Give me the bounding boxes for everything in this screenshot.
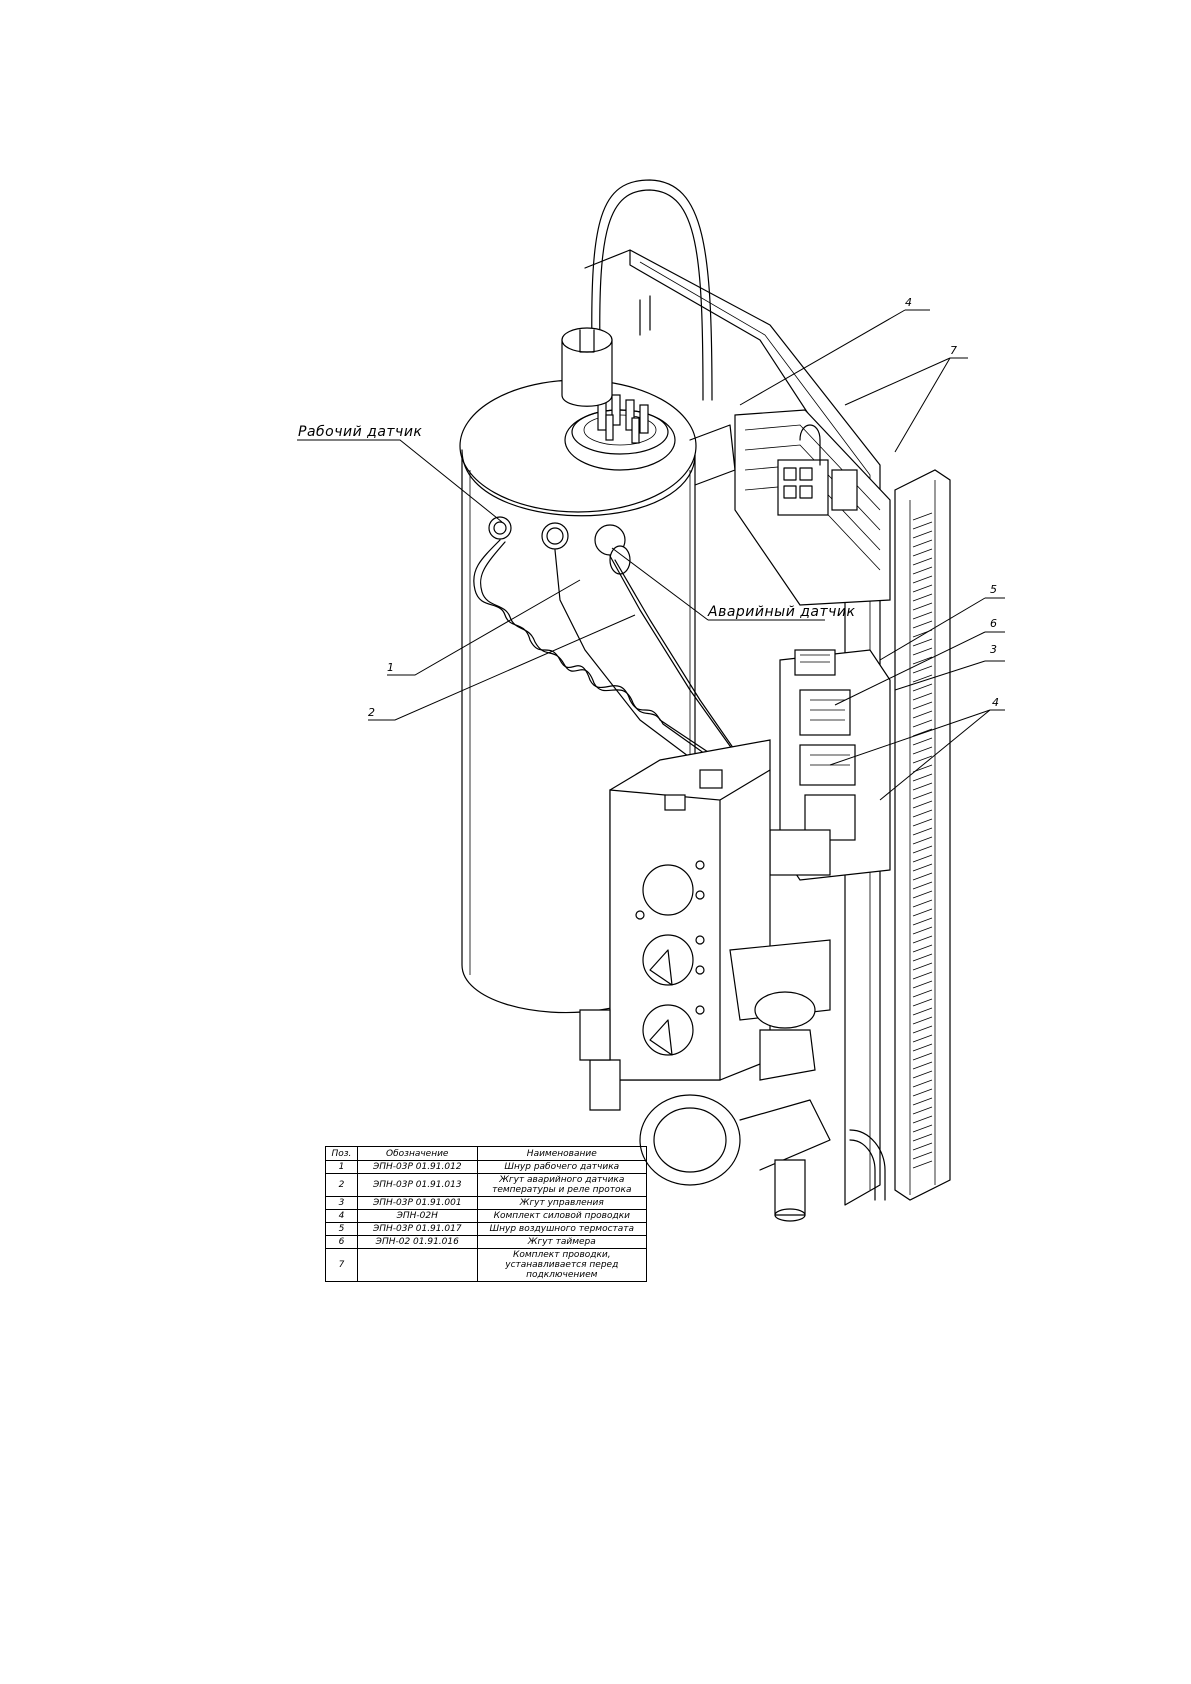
table-row: 1 ЭПН-03Р 01.91.012 Шнур рабочего датчик… xyxy=(325,1160,648,1174)
cell-name: Шнур воздушного термостата xyxy=(476,1222,648,1236)
cell-name: Жгут таймера xyxy=(476,1235,648,1249)
cell-pos: 5 xyxy=(325,1222,358,1236)
cell-code: ЭПН-02 01.91.016 xyxy=(356,1235,478,1249)
callout-6: 6 xyxy=(990,617,997,630)
cell-name: Комплект проводки, устанавливается перед… xyxy=(476,1248,648,1282)
table-row: 5 ЭПН-03Р 01.91.017 Шнур воздушного терм… xyxy=(325,1222,648,1236)
header-name: Наименование xyxy=(476,1146,648,1161)
cell-pos: 2 xyxy=(325,1173,358,1197)
cell-pos: 7 xyxy=(325,1248,358,1282)
emergency-sensor-label: Аварийный датчик xyxy=(707,604,856,620)
cell-code xyxy=(356,1248,478,1282)
air-vent-and-hose xyxy=(561,179,713,407)
cell-name: Жгут аварийного датчика температуры и ре… xyxy=(476,1173,648,1197)
table-header-row: Поз. Обозначение Наименование xyxy=(325,1146,648,1161)
header-pos: Поз. xyxy=(325,1146,358,1161)
cell-pos: 1 xyxy=(325,1160,358,1174)
callout-2: 2 xyxy=(368,706,375,719)
working-sensor-label: Рабочий датчик xyxy=(298,424,422,440)
callout-1: 1 xyxy=(387,661,394,674)
cell-pos: 6 xyxy=(325,1235,358,1249)
callout-4-top: 4 xyxy=(905,296,912,309)
internal-components xyxy=(769,649,891,881)
callout-7: 7 xyxy=(950,344,957,357)
cell-pos: 3 xyxy=(325,1196,358,1210)
cell-name: Жгут управления xyxy=(476,1196,648,1210)
side-rail xyxy=(894,469,951,1201)
table-row: 6 ЭПН-02 01.91.016 Жгут таймера xyxy=(325,1235,648,1249)
table-row: 4 ЭПН-02Н Комплект силовой проводки xyxy=(325,1209,648,1223)
callout-5: 5 xyxy=(990,583,997,596)
callout-3: 3 xyxy=(990,643,997,656)
cell-code: ЭПН-02Н xyxy=(356,1209,478,1223)
cell-name: Комплект силовой проводки xyxy=(476,1209,648,1223)
table-row: 3 ЭПН-03Р 01.91.001 Жгут управления xyxy=(325,1196,648,1210)
cell-code: ЭПН-03Р 01.91.017 xyxy=(356,1222,478,1236)
heater-flange xyxy=(564,394,676,471)
terminal-bracket xyxy=(734,409,891,606)
circulation-pump xyxy=(579,939,886,1222)
leader-lines xyxy=(297,309,1005,801)
table-row: 7 Комплект проводки, устанавливается пер… xyxy=(325,1248,648,1282)
cell-code: ЭПН-03Р 01.91.001 xyxy=(356,1196,478,1210)
cell-pos: 4 xyxy=(325,1209,358,1223)
callout-4-right: 4 xyxy=(992,696,999,709)
sensor-cables xyxy=(473,539,746,781)
cell-name: Шнур рабочего датчика xyxy=(476,1160,648,1174)
cell-code: ЭПН-03Р 01.91.013 xyxy=(356,1173,478,1197)
parts-table: Поз. Обозначение Наименование 1 ЭПН-03Р … xyxy=(325,1146,648,1282)
table-row: 2 ЭПН-03Р 01.91.013 Жгут аварийного датч… xyxy=(325,1173,648,1197)
control-box xyxy=(609,739,771,1081)
cell-code: ЭПН-03Р 01.91.012 xyxy=(356,1160,478,1174)
header-code: Обозначение xyxy=(356,1146,478,1161)
